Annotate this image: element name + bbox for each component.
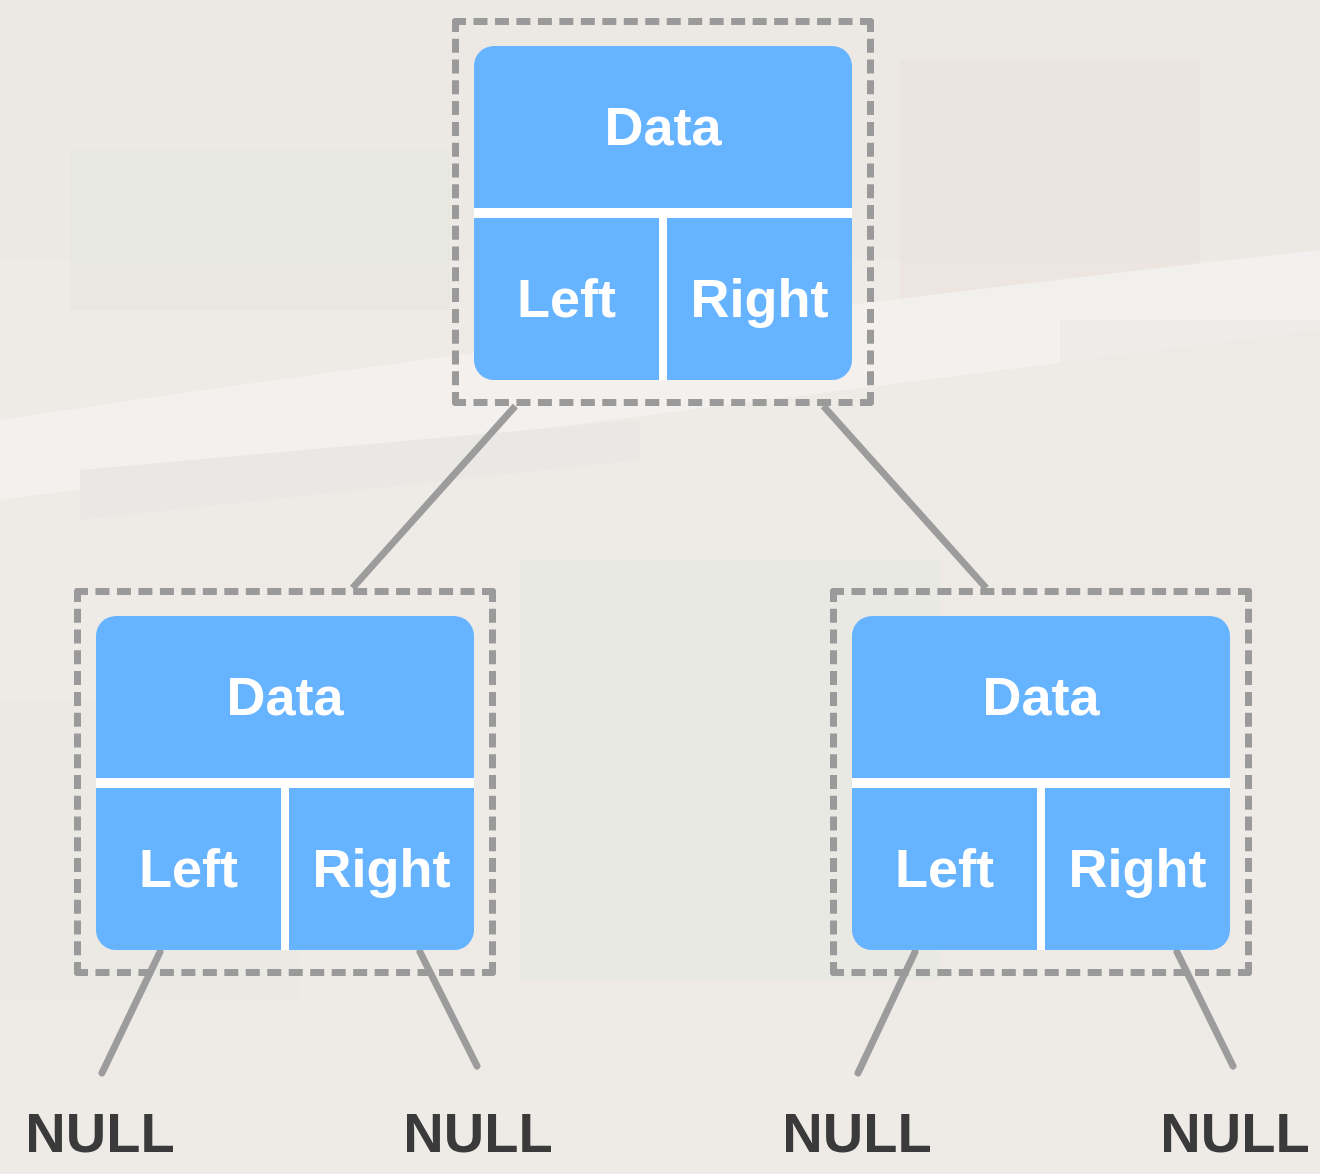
data-field: Data <box>474 46 852 208</box>
field-divider <box>96 778 474 788</box>
field-divider <box>474 208 852 218</box>
null-label: NULL <box>25 1104 174 1163</box>
null-label: NULL <box>1160 1104 1309 1163</box>
pointer-row: LeftRight <box>96 788 474 950</box>
pointer-row: LeftRight <box>474 218 852 380</box>
node-record: DataLeftRight <box>852 616 1230 950</box>
tree-node: DataLeftRight <box>830 588 1252 976</box>
field-divider <box>281 788 289 950</box>
node-record: DataLeftRight <box>474 46 852 380</box>
field-divider <box>659 218 667 380</box>
child-link <box>353 406 516 588</box>
tree-node: DataLeftRight <box>74 588 496 976</box>
null-label: NULL <box>782 1104 931 1163</box>
field-divider <box>1037 788 1045 950</box>
node-record: DataLeftRight <box>96 616 474 950</box>
data-field: Data <box>852 616 1230 778</box>
left-pointer: Left <box>852 788 1037 950</box>
left-pointer: Left <box>96 788 281 950</box>
right-pointer: Right <box>667 218 852 380</box>
right-pointer: Right <box>289 788 474 950</box>
pointer-row: LeftRight <box>852 788 1230 950</box>
field-divider <box>852 778 1230 788</box>
null-label: NULL <box>403 1104 552 1163</box>
right-pointer: Right <box>1045 788 1230 950</box>
tree-node: DataLeftRight <box>452 18 874 406</box>
child-link <box>823 406 986 588</box>
data-field: Data <box>96 616 474 778</box>
left-pointer: Left <box>474 218 659 380</box>
